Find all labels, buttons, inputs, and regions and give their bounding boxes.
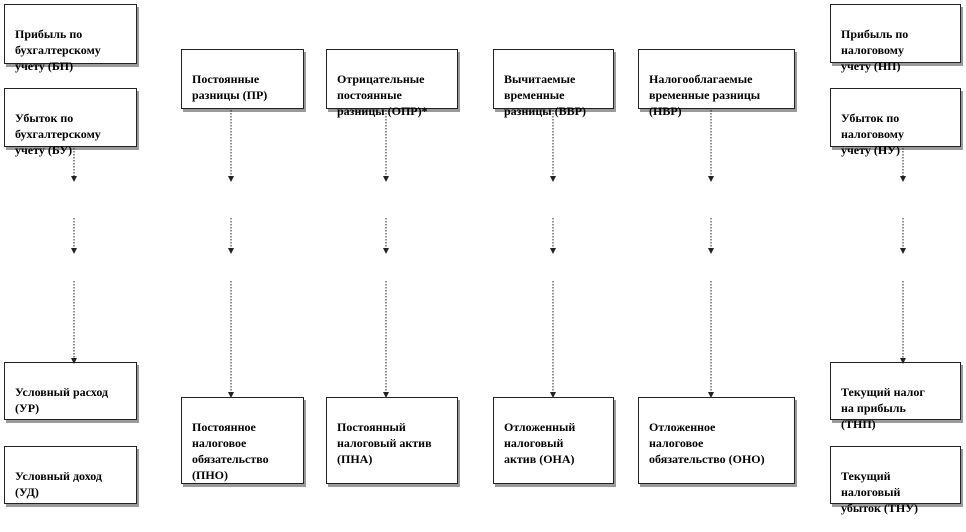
arrowhead-pr-pno-2 [228,392,234,398]
arrowhead-nu-tnp-2 [900,358,906,364]
box-np: Прибыль по налоговому учету (НП) [830,4,961,73]
box-nu-label: Убыток по налоговому учету (НУ) [841,111,904,157]
box-opr-label: Отрицательные постоянные разницы (ОПР)* [337,72,428,118]
box-ona: Отложенный налоговый актив (ОНА) [493,397,614,484]
arrowhead-nu-tnp-1 [900,248,906,254]
box-nvr-label: Налогооблагаемые временные разницы (НВР) [649,72,761,118]
box-ur-label: Условный расход (УР) [15,385,109,415]
box-nu: Убыток по налоговому учету (НУ) [830,88,961,157]
box-ono: Отложенное налоговое обязательство (ОНО) [638,397,795,484]
box-vvr: Вычитаемые временные разницы (ВВР) [493,49,614,118]
box-ud-label: Условный доход (УД) [15,469,102,499]
box-bu-label: Убыток по бухгалтерскому учету (БУ) [15,111,101,157]
box-opr: Отрицательные постоянные разницы (ОПР)* [326,49,458,118]
box-pno: Постоянное налоговое обязательство (ПНО) [181,397,304,484]
box-bp-label: Прибыль по бухгалтерскому учету (БП) [15,27,101,73]
tax-accounting-diagram: Прибыль по бухгалтерскому учету (БП) Убы… [4,4,961,515]
arrowhead-bu-ur-0 [71,176,77,182]
box-tnp: Текущий налог на прибыль (ТНП) [830,362,961,431]
box-pna: Постоянный налоговый актив (ПНА) [326,397,458,484]
box-tnp-label: Текущий налог на прибыль (ТНП) [841,385,925,431]
arrowhead-bu-ur-2 [71,358,77,364]
connector-arrows [71,110,906,398]
box-ud: Условный доход (УД) [4,446,137,504]
box-pr-label: Постоянные разницы (ПР) [192,72,268,102]
box-ur: Условный расход (УР) [4,362,137,420]
arrowhead-pr-pno-1 [228,248,234,254]
arrowhead-nvr-ono-2 [708,392,714,398]
arrowhead-bu-ur-1 [71,248,77,254]
arrowhead-vvr-ona-2 [550,392,556,398]
box-vvr-label: Вычитаемые временные разницы (ВВР) [504,72,586,118]
box-pr: Постоянные разницы (ПР) [181,49,304,109]
arrowhead-opr-pna-1 [383,248,389,254]
arrowhead-opr-pna-0 [383,176,389,182]
arrowhead-nu-tnp-0 [900,176,906,182]
box-ono-label: Отложенное налоговое обязательство (ОНО) [649,420,765,466]
arrowhead-pr-pno-0 [228,176,234,182]
box-np-label: Прибыль по налоговому учету (НП) [841,27,909,73]
box-pno-label: Постоянное налоговое обязательство (ПНО) [192,420,269,482]
box-nvr: Налогооблагаемые временные разницы (НВР) [638,49,795,118]
box-bu: Убыток по бухгалтерскому учету (БУ) [4,88,137,157]
arrowhead-nvr-ono-1 [708,248,714,254]
arrowhead-vvr-ona-1 [550,248,556,254]
arrowhead-opr-pna-2 [383,392,389,398]
arrowhead-nvr-ono-0 [708,176,714,182]
box-pna-label: Постоянный налоговый актив (ПНА) [337,420,432,466]
box-bp: Прибыль по бухгалтерскому учету (БП) [4,4,137,73]
arrowhead-vvr-ona-0 [550,176,556,182]
box-ona-label: Отложенный налоговый актив (ОНА) [504,420,576,466]
